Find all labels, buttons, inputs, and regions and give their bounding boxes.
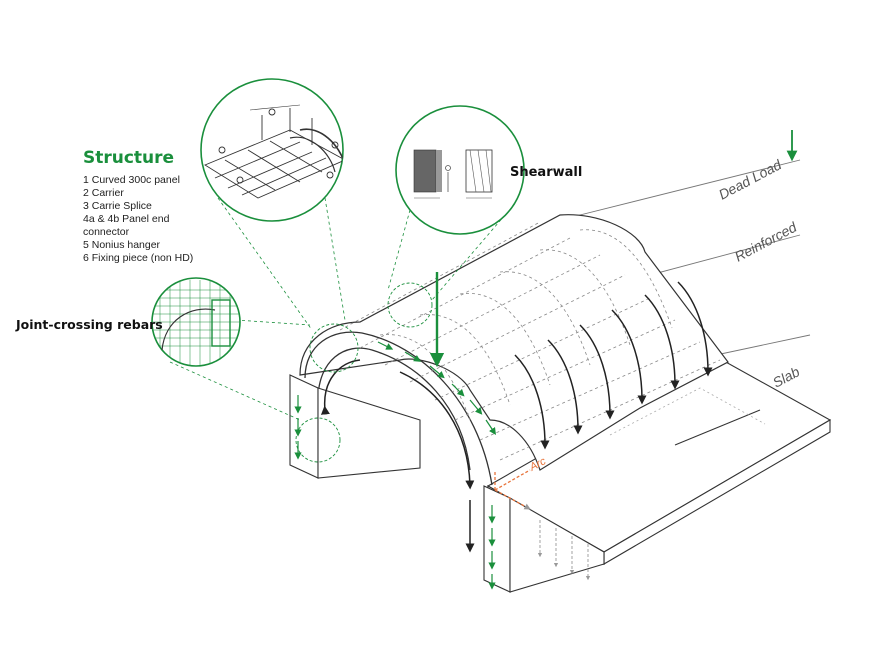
detail-markers	[295, 282, 433, 463]
vault-grid	[339, 221, 721, 461]
structure-item: connector	[83, 226, 130, 238]
structure-item: 1 Curved 300c panel	[83, 174, 180, 186]
left-wall	[289, 374, 421, 479]
joint-rebars-label: Joint-crossing rebars	[15, 317, 163, 332]
vault-shell	[299, 214, 729, 486]
shearwall-label: Shearwall	[510, 165, 582, 180]
leader-lines	[169, 197, 506, 421]
structure-item: 2 Carrier	[83, 187, 124, 199]
shearwall-detail-callout	[395, 105, 525, 235]
structure-item: 4a & 4b Panel end	[83, 213, 170, 225]
dead-load-label: Dead Load	[716, 156, 785, 203]
reinforcement-arrows	[294, 341, 496, 590]
load-arrows	[320, 281, 713, 553]
reaction-arrows	[537, 520, 591, 581]
rebar-detail-callout	[151, 277, 241, 367]
reinforced-label: Reinforced	[732, 218, 800, 264]
structure-item: 6 Fixing piece (non HD)	[83, 252, 193, 264]
slab-label: Slab	[770, 363, 802, 390]
structure-item: 3 Carrie Splice	[83, 200, 152, 212]
arc-indicator	[494, 469, 531, 510]
structure-item: 5 Nonius hanger	[83, 239, 161, 251]
structure-detail-callout	[200, 78, 344, 222]
structure-list: 1 Curved 300c panel 2 Carrier 3 Carrie S…	[83, 174, 193, 264]
structure-title: Structure	[83, 148, 174, 168]
